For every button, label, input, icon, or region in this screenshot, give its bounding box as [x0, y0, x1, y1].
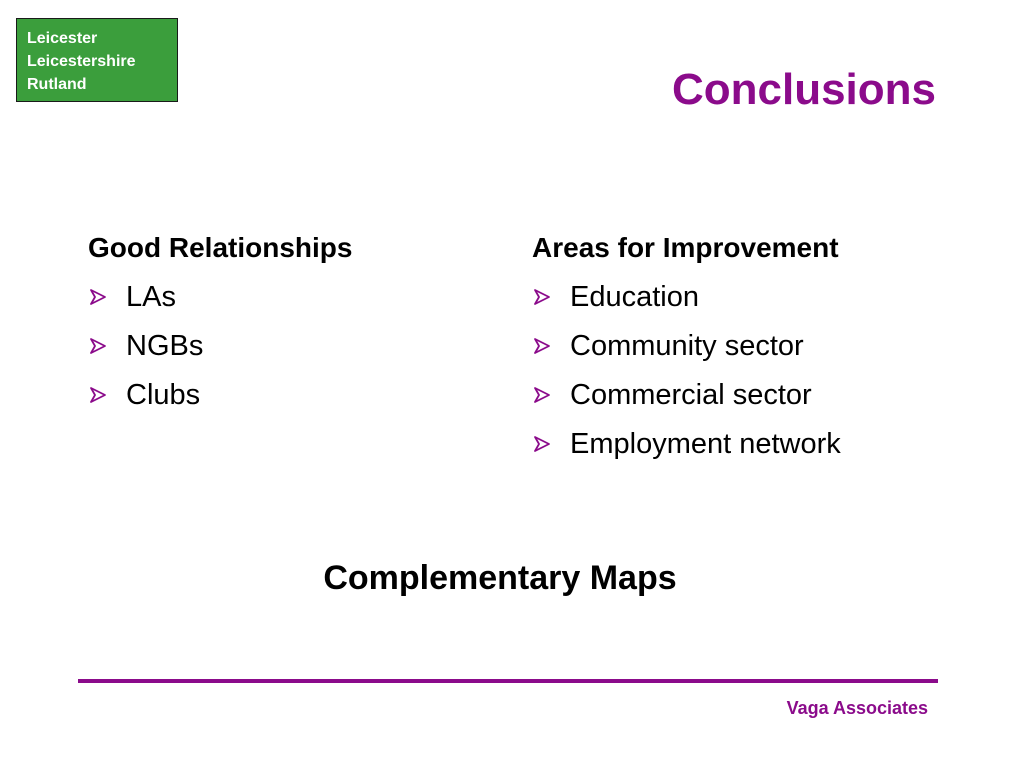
bullet-label: Employment network — [570, 428, 841, 460]
subheading: Complementary Maps — [323, 559, 677, 597]
bullet-label: Commercial sector — [570, 379, 812, 411]
bullet-label: Community sector — [570, 330, 804, 362]
arrowhead-bullet-icon — [532, 287, 552, 307]
bullet-label: Clubs — [126, 379, 201, 411]
bullet-item: LAs — [88, 277, 352, 317]
slide-title: Conclusions — [671, 65, 936, 114]
logo-line-3: Rutland — [27, 76, 87, 93]
logo-line-1: Leicester — [27, 30, 98, 47]
bullet-item: Commercial sector — [532, 375, 841, 415]
bullet-label: NGBs — [126, 330, 204, 362]
bullet-item: NGBs — [88, 326, 352, 366]
arrowhead-bullet-icon — [88, 336, 108, 356]
bullet-label: LAs — [126, 281, 176, 313]
bullet-item: Employment network — [532, 424, 841, 464]
logo-badge: Leicester Leicestershire Rutland — [16, 18, 178, 102]
arrowhead-bullet-icon — [88, 287, 108, 307]
arrowhead-bullet-icon — [88, 385, 108, 405]
footer-divider — [78, 679, 938, 683]
arrowhead-bullet-icon — [532, 434, 552, 454]
arrowhead-bullet-icon — [532, 336, 552, 356]
logo-line-2: Leicestershire — [27, 53, 136, 70]
column-heading: Areas for Improvement — [532, 232, 839, 263]
bullet-item: Education — [532, 277, 841, 317]
footer-credit: Vaga Associates — [786, 698, 928, 718]
bullet-item: Clubs — [88, 375, 352, 415]
bullet-item: Community sector — [532, 326, 841, 366]
bullet-label: Education — [570, 281, 699, 313]
column-heading: Good Relationships — [88, 232, 353, 263]
arrowhead-bullet-icon — [532, 385, 552, 405]
